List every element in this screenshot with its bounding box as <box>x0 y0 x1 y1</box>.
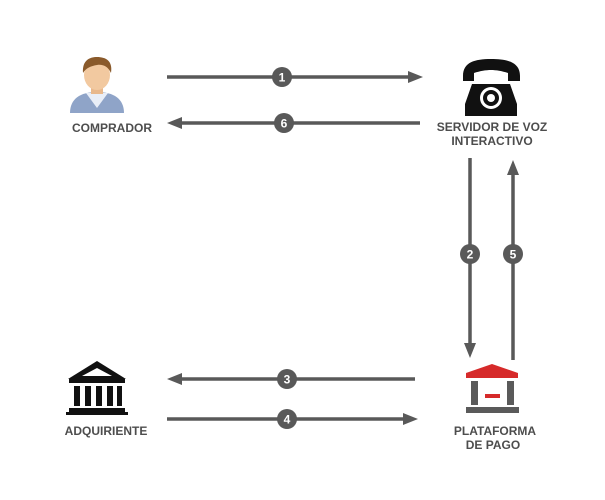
node-buyer: COMPRADOR <box>70 57 152 135</box>
step-badge-2 <box>460 244 480 264</box>
arrow-step-5: 5 <box>503 160 523 360</box>
step-badge-6 <box>274 113 294 133</box>
node-ivr: SERVIDOR DE VOZ INTERACTIVO <box>437 59 547 148</box>
ivr-label-line-1: SERVIDOR DE VOZ <box>437 120 547 134</box>
ivr-label-line-2: INTERACTIVO <box>451 134 532 148</box>
bank-icon <box>66 361 128 415</box>
step-number-6: 6 <box>281 117 288 131</box>
person-icon <box>70 57 124 113</box>
arrow-step-1: 1 <box>167 67 423 87</box>
step-badge-4 <box>277 409 297 429</box>
telephone-icon <box>463 59 520 116</box>
step-number-5: 5 <box>510 248 517 262</box>
step-number-3: 3 <box>284 373 291 387</box>
step-badge-3 <box>277 369 297 389</box>
step-badge-5 <box>503 244 523 264</box>
arrow-step-2: 2 <box>460 158 480 358</box>
buyer-label: COMPRADOR <box>72 121 152 135</box>
platform-label-line-1: PLATAFORMA <box>454 424 537 438</box>
arrow-step-4: 4 <box>167 409 418 429</box>
step-number-2: 2 <box>467 248 474 262</box>
step-number-1: 1 <box>279 71 286 85</box>
acquirer-label: ADQUIRIENTE <box>65 424 148 438</box>
arrow-step-3: 3 <box>167 369 415 389</box>
node-acquirer: ADQUIRIENTE <box>65 361 148 438</box>
node-platform: PLATAFORMA DE PAGO <box>454 364 537 452</box>
platform-label-line-2: DE PAGO <box>466 438 520 452</box>
payment-platform-icon <box>466 364 519 413</box>
step-number-4: 4 <box>284 413 291 427</box>
arrow-step-6: 6 <box>167 113 420 133</box>
step-badge-1 <box>272 67 292 87</box>
